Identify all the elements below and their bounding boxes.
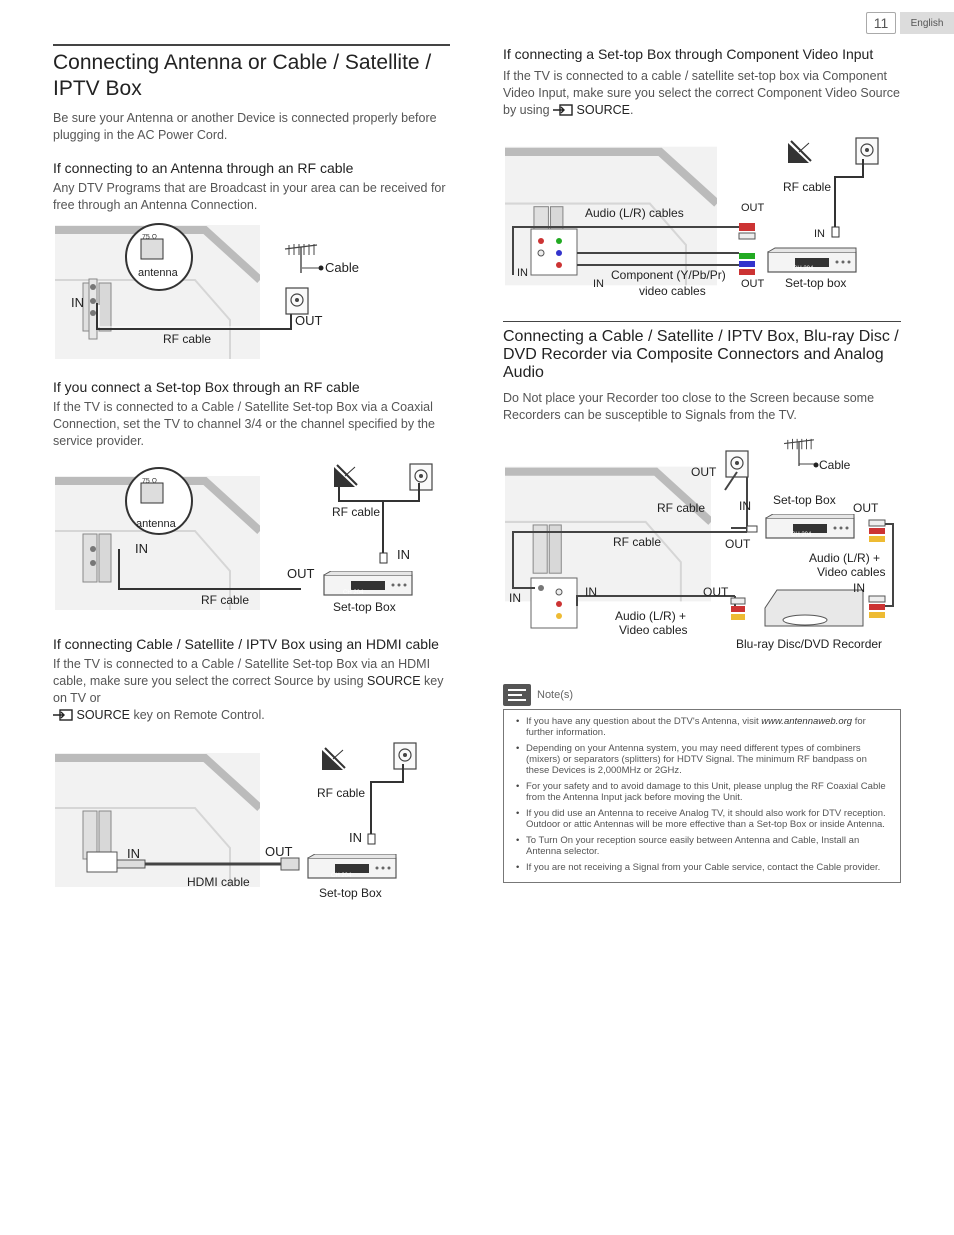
note-item: For your safety and to avoid damage to t… — [516, 781, 892, 803]
label-set-top-box: Set-top box — [785, 276, 846, 290]
label-in-box: IN — [397, 547, 410, 562]
label-out-bottom: OUT — [741, 278, 765, 290]
label-rf-cable: RF cable — [201, 593, 249, 607]
label-in-tv: IN — [517, 267, 528, 279]
label-in-tv: IN — [509, 591, 521, 605]
notes-icon — [503, 684, 531, 706]
title-rule — [53, 44, 450, 46]
label-in-box: IN — [349, 830, 362, 845]
page-number: 11 — [866, 12, 896, 34]
label-out-top: OUT — [741, 202, 765, 214]
label-cable: Cable — [819, 458, 851, 472]
diagram-hdmi: CH 204 IN OUT IN RF cable HDMI cable Set… — [53, 742, 417, 900]
left-column: Connecting Antenna or Cable / Satellite … — [53, 44, 450, 904]
label-hdmi-cable: HDMI cable — [187, 875, 250, 889]
diagram-antenna-rf: 75 Ω antenna IN Cable OUT RF cable — [53, 223, 359, 359]
antennaweb-link[interactable]: www.antennaweb.org — [761, 716, 853, 727]
source-icon — [553, 104, 573, 116]
source-key: SOURCE — [576, 103, 630, 117]
label-rf-cable-2: RF cable — [613, 535, 661, 549]
stb-display-3: CH 204 — [793, 266, 814, 272]
section-component-title: If connecting a Set-top Box through Comp… — [503, 46, 874, 62]
label-rf-cable-1: RF cable — [657, 501, 705, 515]
stb-display: CH 204 — [343, 590, 364, 596]
notes-list: If you have any question about the DTV's… — [512, 716, 892, 873]
label-set-top-box: Set-top Box — [319, 886, 382, 900]
note-item: Depending on your Antenna system, you ma… — [516, 743, 892, 776]
stb-display-2: CH 204 — [331, 873, 352, 879]
label-in-box: IN — [739, 499, 751, 513]
label-component-2: video cables — [639, 284, 706, 298]
section-hdmi-title: If connecting Cable / Satellite / IPTV B… — [53, 636, 439, 652]
note-item: If you did use an Antenna to receive Ana… — [516, 808, 892, 830]
note-item: If you are not receiving a Signal from y… — [516, 862, 892, 873]
section-rule — [503, 321, 901, 322]
label-in-tv: IN — [135, 541, 148, 556]
source-key-remote: SOURCE — [76, 708, 130, 722]
label-av-bottom-1: Audio (L/R) + — [615, 609, 686, 623]
section-component-body: If the TV is connected to a cable / sate… — [503, 69, 900, 117]
notes-label: Note(s) — [537, 689, 574, 701]
label-ohm: 75 Ω — [142, 234, 157, 241]
notes-header: Note(s) — [503, 684, 901, 706]
diagram-component: CH 204 RF cable Audio (L/R) cables OUT I… — [503, 137, 879, 298]
label-out-box: OUT — [853, 501, 879, 515]
label-ohm-2: 75 Ω — [142, 478, 157, 485]
source-key: SOURCE — [367, 674, 421, 688]
label-audio-video-2: Video cables — [817, 565, 886, 579]
label-recorder: Blu-ray Disc/DVD Recorder — [736, 637, 882, 651]
stb-display-4: CH 204 — [791, 532, 812, 538]
source-icon — [53, 709, 73, 721]
label-rf-cable: RF cable — [163, 332, 211, 346]
label-audio-video-1: Audio (L/R) + — [809, 551, 880, 565]
label-set-top-box: Set-top Box — [773, 493, 836, 507]
note-item: If you have any question about the DTV's… — [516, 716, 892, 738]
label-antenna: antenna — [138, 267, 179, 279]
page-title: Connecting Antenna or Cable / Satellite … — [53, 51, 432, 100]
right-column: If connecting a Set-top Box through Comp… — [503, 44, 901, 883]
label-rf-cable: RF cable — [317, 786, 365, 800]
section-stb-rf-title: If you connect a Set-top Box through an … — [53, 379, 360, 395]
label-in-rf: IN — [814, 228, 825, 240]
section-hdmi-body: If the TV is connected to a Cable / Sate… — [53, 657, 444, 722]
label-rf-cable-top: RF cable — [332, 505, 380, 519]
label-antenna-2: antenna — [136, 518, 177, 530]
label-in: IN — [71, 295, 84, 310]
label-out: OUT — [287, 566, 315, 581]
notes-box: If you have any question about the DTV's… — [503, 709, 901, 883]
intro-text: Be sure your Antenna or another Device i… — [53, 111, 437, 142]
label-rf-cable: RF cable — [783, 180, 831, 194]
label-in-rec: IN — [853, 581, 865, 595]
label-out: OUT — [295, 313, 323, 328]
label-audio-cables: Audio (L/R) cables — [585, 206, 684, 220]
diagram-composite: CH 204 OUT Cable Set-top Box RF cable IN… — [503, 438, 894, 651]
label-cable: Cable — [325, 260, 359, 275]
label-av-bottom-2: Video cables — [619, 623, 688, 637]
label-set-top-box: Set-top Box — [333, 600, 396, 614]
section-composite-title: Connecting a Cable / Satellite / IPTV Bo… — [503, 328, 899, 381]
label-out: OUT — [265, 844, 293, 859]
label-out-rec: OUT — [703, 585, 729, 599]
label-out-mid: OUT — [725, 537, 751, 551]
section-antenna-rf-body: Any DTV Programs that are Broadcast in y… — [53, 181, 446, 212]
label-in-tv-2: IN — [585, 585, 597, 599]
language-tab: English — [900, 12, 954, 34]
label-out-top: OUT — [691, 465, 717, 479]
section-composite-body: Do Not place your Recorder too close to … — [503, 391, 875, 422]
label-in-tv-2: IN — [593, 278, 604, 290]
section-antenna-rf-title: If connecting to an Antenna through an R… — [53, 160, 354, 176]
label-in-tv: IN — [127, 846, 140, 861]
section-stb-rf-body: If the TV is connected to a Cable / Sate… — [53, 400, 435, 448]
label-component-1: Component (Y/Pb/Pr) — [611, 268, 726, 282]
diagram-stb-rf: 75 Ω antenna CH 204 IN RF cable IN OUT R… — [53, 463, 433, 621]
note-item: To Turn On your reception source easily … — [516, 835, 892, 857]
